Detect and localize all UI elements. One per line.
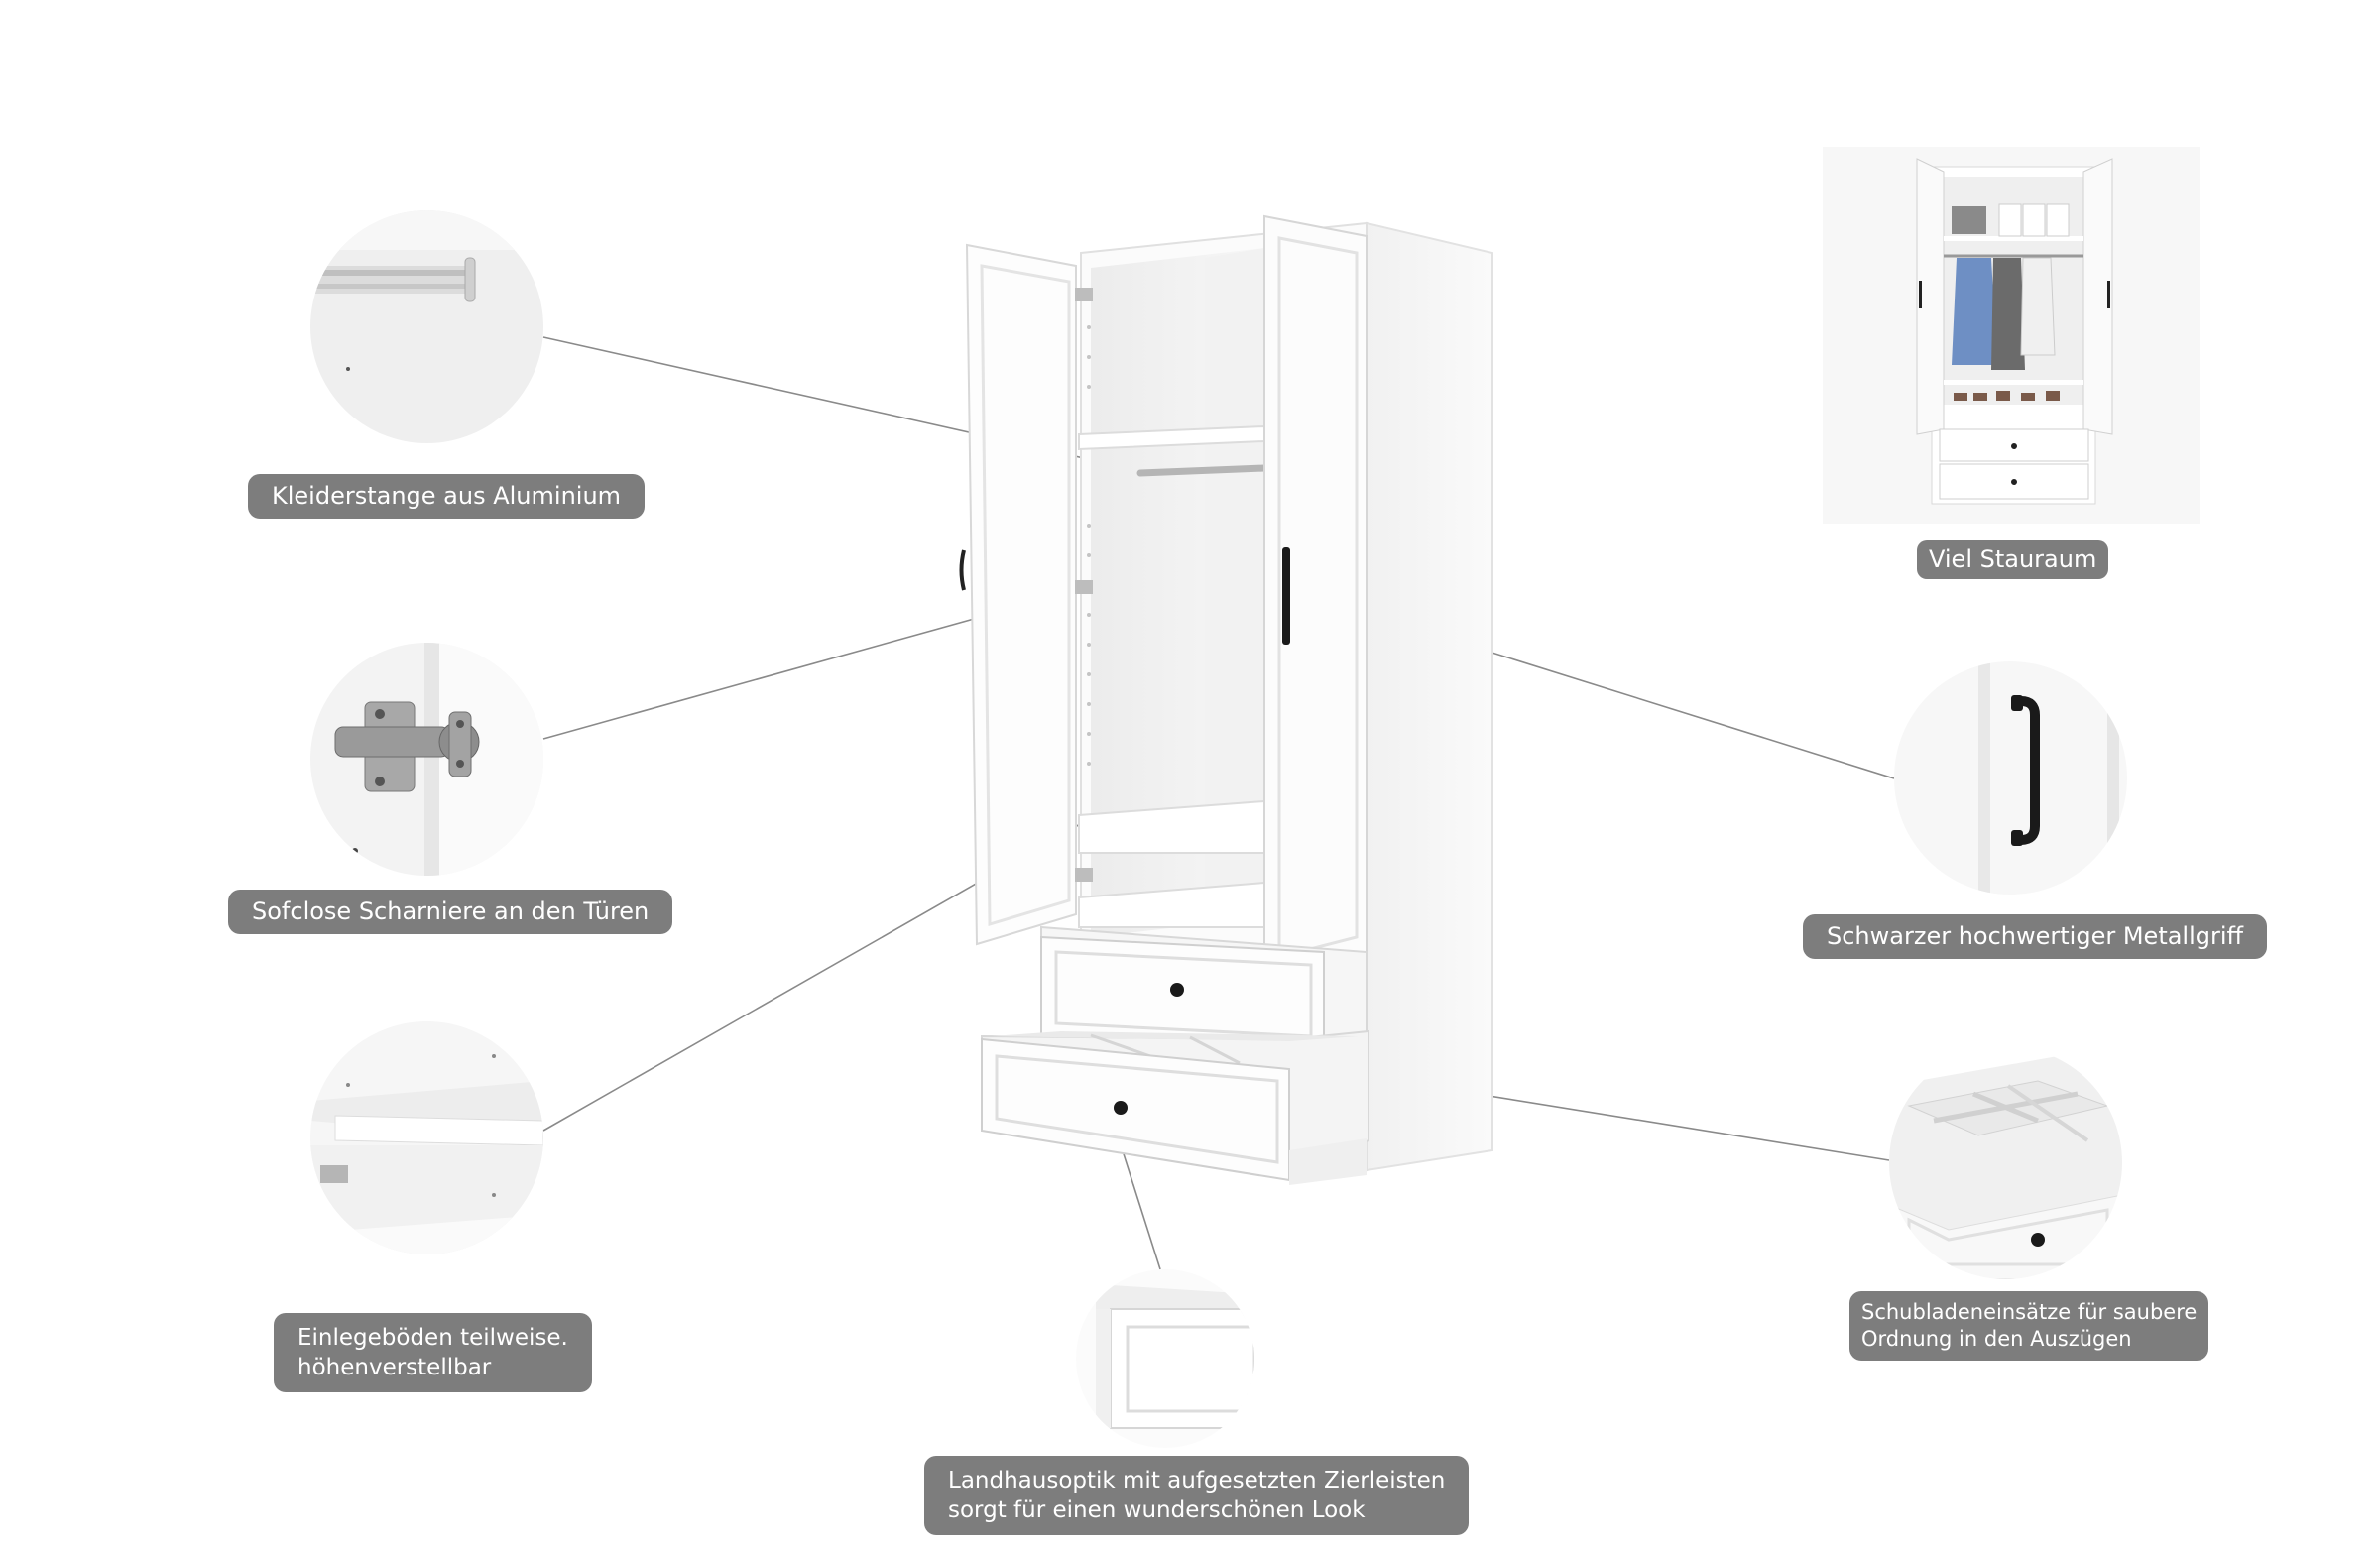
label-storage-text: Viel Stauraum <box>1929 545 2097 573</box>
drawer-insert-closeup <box>1889 1046 2122 1279</box>
hinge-closeup-icon <box>310 643 543 876</box>
drawer-insert-closeup-icon <box>1889 1046 2122 1279</box>
hinge-closeup <box>310 643 543 876</box>
label-storage: Viel Stauraum <box>1917 540 2109 579</box>
label-inserts: Schubladeneinsätze für saubere Ordnung i… <box>1849 1291 2209 1361</box>
label-shelves-line2: höhenverstellbar <box>298 1355 492 1380</box>
label-hinges: Sofclose Scharniere an den Türen <box>228 890 673 934</box>
label-hinges-text: Sofclose Scharniere an den Türen <box>252 897 650 925</box>
rail-closeup <box>310 210 543 443</box>
label-rail: Kleiderstange aus Aluminium <box>248 474 646 519</box>
shelf-closeup-icon <box>310 1021 543 1254</box>
label-front-line2: sorgt für einen wunderschönen Look <box>948 1497 1366 1523</box>
handle-closeup-icon <box>1894 661 2127 895</box>
label-shelves: Einlegeböden teilweise. höhenverstellbar <box>274 1313 592 1392</box>
label-inserts-line2: Ordnung in den Auszügen <box>1861 1327 2132 1351</box>
label-inserts-line1: Schubladeneinsätze für saubere <box>1861 1300 2198 1324</box>
front-closeup-icon <box>1076 1269 1254 1448</box>
label-front: Landhausoptik mit aufgesetzten Zierleist… <box>924 1456 1470 1535</box>
label-handle: Schwarzer hochwertiger Metallgriff <box>1803 914 2268 959</box>
label-rail-text: Kleiderstange aus Aluminium <box>272 482 622 510</box>
front-closeup <box>1076 1269 1254 1448</box>
label-shelves-line1: Einlegeböden teilweise. <box>298 1325 568 1351</box>
rail-closeup-icon <box>310 210 543 443</box>
handle-closeup <box>1894 661 2127 895</box>
storage-thumbnail <box>1823 147 2200 524</box>
label-handle-text: Schwarzer hochwertiger Metallgriff <box>1827 922 2244 950</box>
shelf-closeup <box>310 1021 543 1254</box>
label-front-line1: Landhausoptik mit aufgesetzten Zierleist… <box>948 1468 1446 1493</box>
